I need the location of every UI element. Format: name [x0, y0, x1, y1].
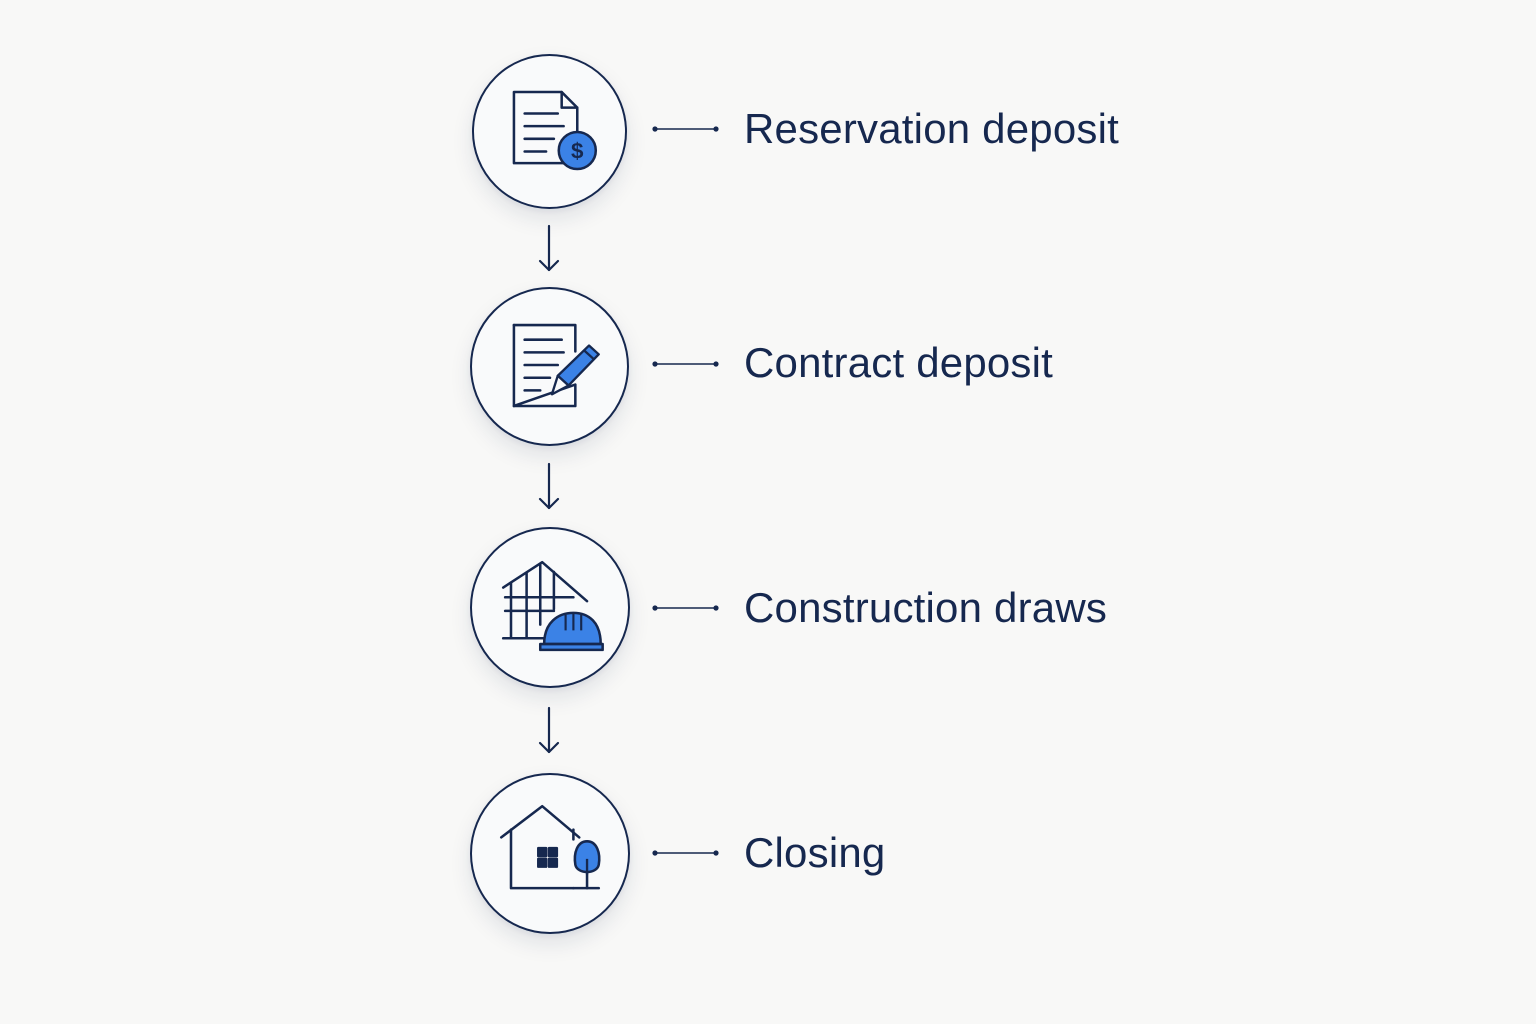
arrow-down-2	[534, 462, 564, 512]
step-3-connector	[651, 604, 721, 612]
step-2-connector	[651, 360, 721, 368]
step-4-circle	[470, 773, 630, 934]
step-3-label: Construction draws	[744, 584, 1108, 631]
house-tree-icon	[499, 804, 601, 890]
step-3-circle	[470, 527, 630, 688]
arrow-down-3	[534, 706, 564, 756]
step-1-connector	[651, 125, 721, 133]
document-dollar-icon: $	[512, 90, 598, 171]
step-1-label: Reservation deposit	[744, 105, 1120, 152]
step-4-label: Closing	[744, 829, 886, 876]
step-4-connector	[651, 849, 721, 857]
step-1-circle: $	[472, 54, 627, 209]
step-2-circle	[470, 287, 629, 446]
svg-text:$: $	[571, 138, 584, 163]
step-2-label: Contract deposit	[744, 339, 1054, 386]
arrow-down-1	[534, 224, 564, 274]
document-pen-icon	[512, 323, 600, 408]
construction-hardhat-icon	[501, 560, 604, 652]
